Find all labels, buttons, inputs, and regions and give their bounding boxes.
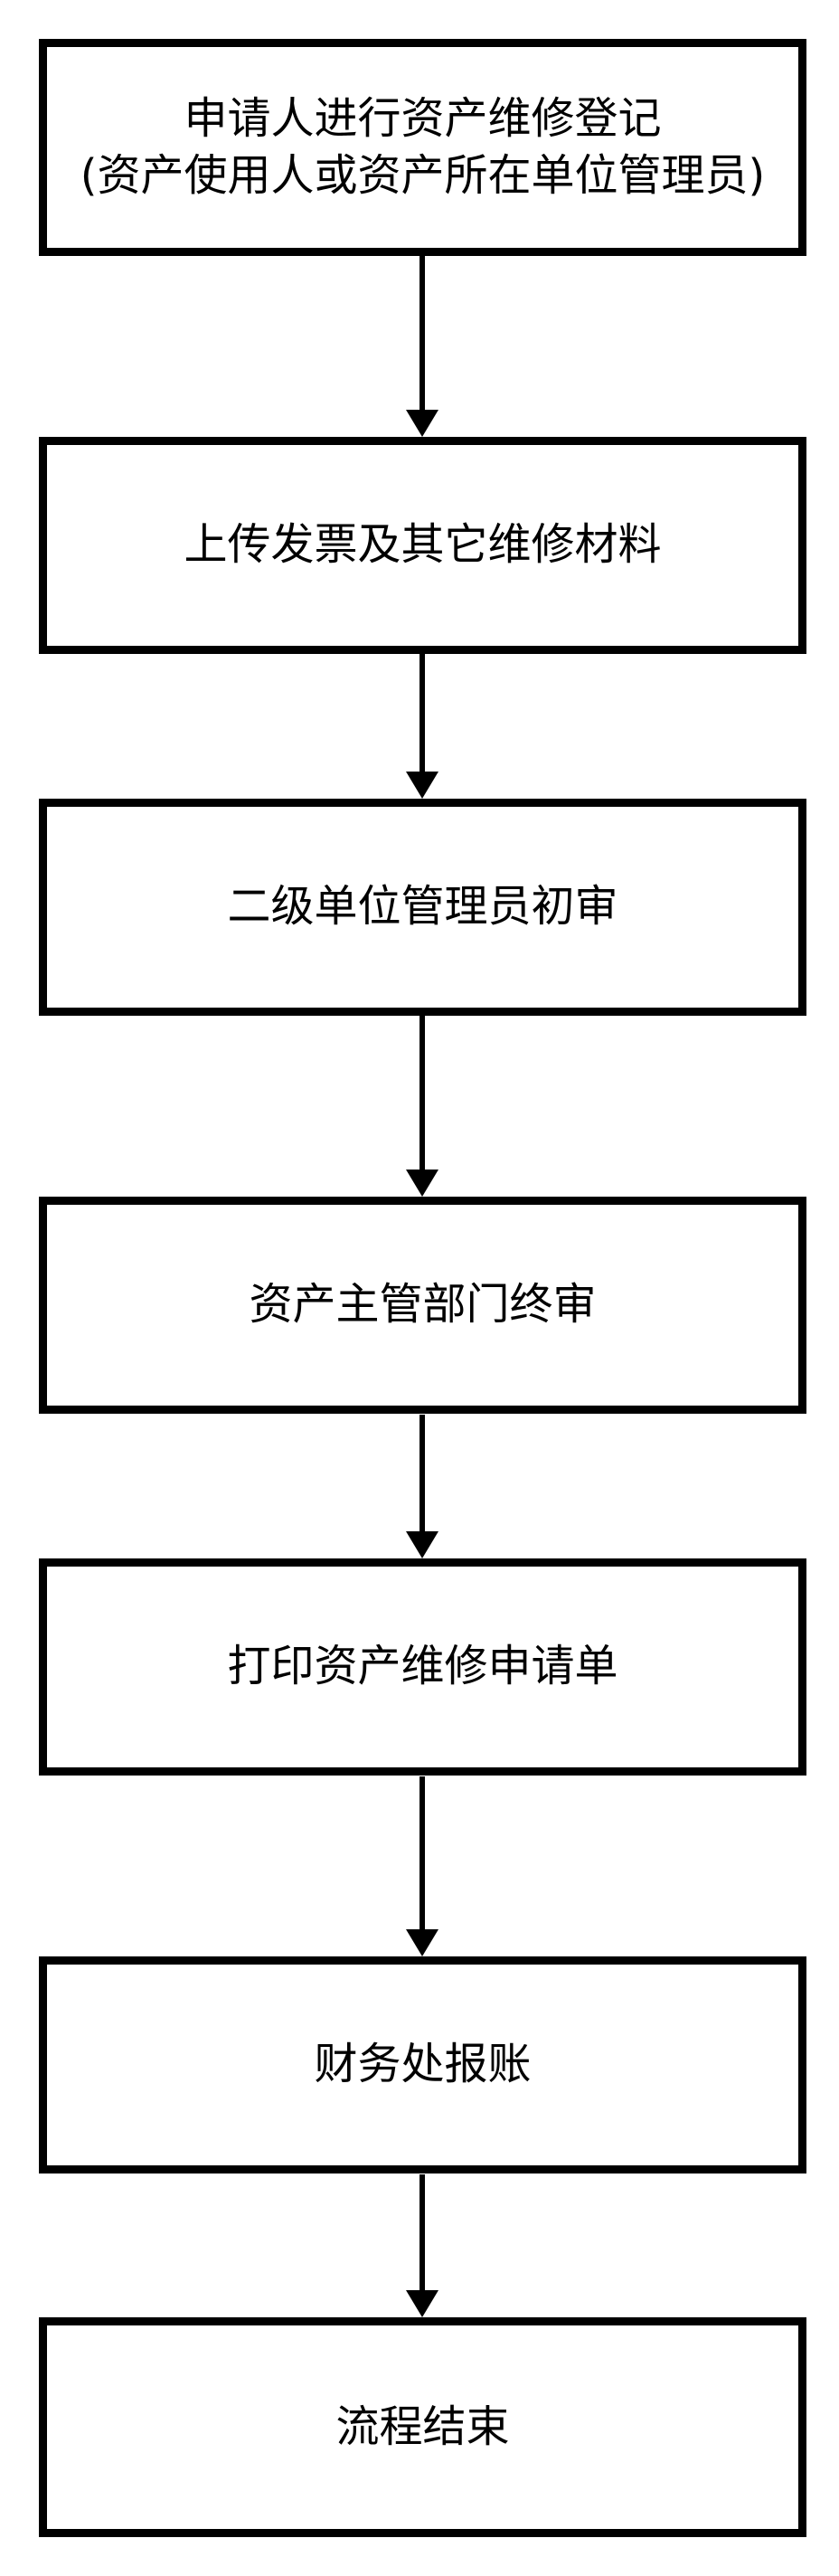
- step-upload-invoice-label: 上传发票及其它维修材料: [184, 519, 662, 571]
- arrow-down-icon: [406, 1929, 438, 1956]
- arrow-down-icon: [406, 1531, 438, 1558]
- step-upload-invoice-box: 上传发票及其它维修材料: [39, 437, 806, 654]
- arrow-down-icon: [406, 1170, 438, 1197]
- arrow-line-3: [420, 1015, 425, 1170]
- step-final-review-box: 资产主管部门终审: [39, 1197, 806, 1414]
- arrow-line-5: [420, 1776, 425, 1929]
- step-register-sublabel: (资产使用人或资产所在单位管理员): [80, 150, 766, 201]
- arrow-line-4: [420, 1415, 425, 1531]
- arrow-line-6: [420, 2174, 425, 2290]
- step-reimbursement-label: 财务处报账: [314, 2039, 532, 2090]
- step-print-form-box: 打印资产维修申请单: [39, 1558, 806, 1776]
- step-register-label: 申请人进行资产维修登记: [184, 92, 662, 144]
- arrow-down-icon: [406, 410, 438, 437]
- arrow-line-1: [420, 255, 425, 410]
- arrow-down-icon: [406, 772, 438, 799]
- step-preliminary-review-box: 二级单位管理员初审: [39, 799, 806, 1016]
- arrow-down-icon: [406, 2290, 438, 2317]
- arrow-line-2: [420, 653, 425, 772]
- step-register-box: 申请人进行资产维修登记 (资产使用人或资产所在单位管理员): [39, 39, 806, 256]
- step-reimbursement-box: 财务处报账: [39, 1956, 806, 2174]
- step-process-end-label: 流程结束: [335, 2401, 510, 2452]
- step-print-form-label: 打印资产维修申请单: [227, 1641, 618, 1692]
- step-preliminary-review-label: 二级单位管理员初审: [227, 881, 618, 933]
- step-process-end-box: 流程结束: [39, 2317, 806, 2537]
- step-final-review-label: 资产主管部门终审: [249, 1279, 597, 1331]
